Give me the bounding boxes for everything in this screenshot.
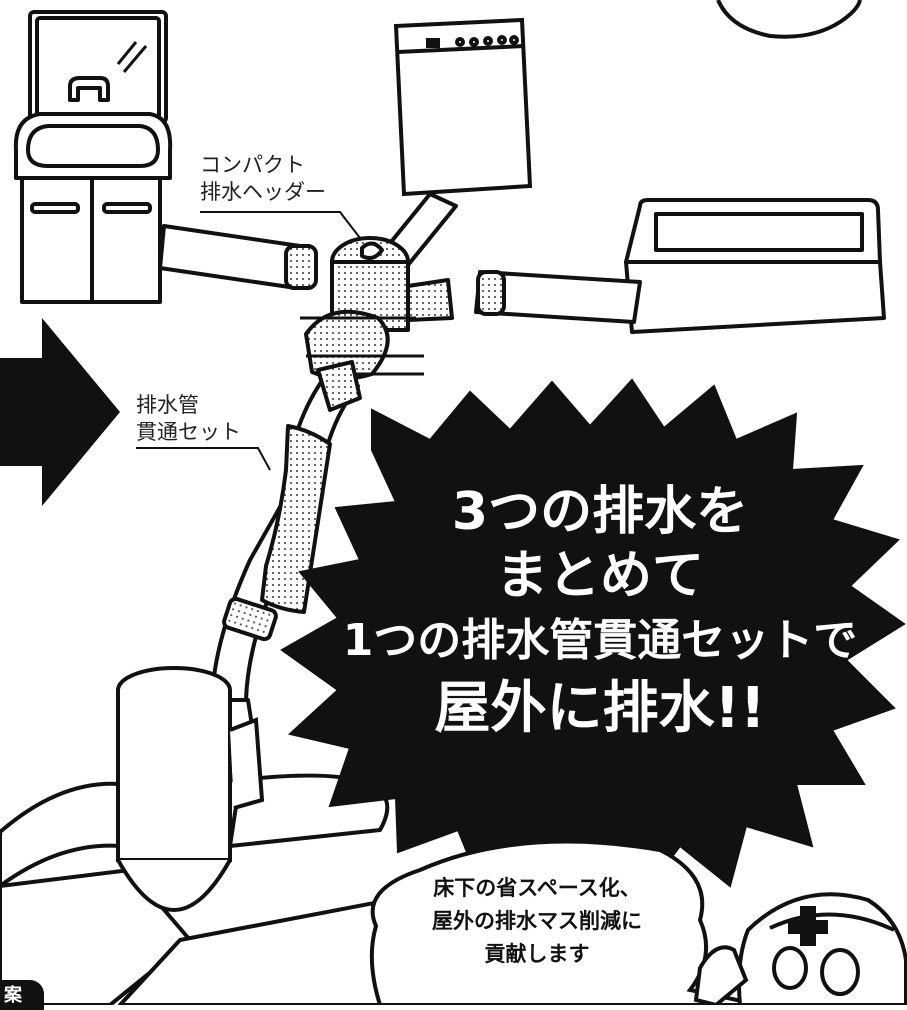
- burst-shape: [280, 378, 906, 902]
- speech-line-2: 屋外の排水マス削減に: [432, 909, 642, 933]
- header-label-line1: コンパクト: [200, 154, 305, 177]
- header-label-line2: 排水ヘッダー: [200, 181, 326, 204]
- burst-line-3: 1つの排水管貫通セットで: [342, 615, 858, 666]
- pipe-set-label-line2: 貫通セット: [136, 421, 241, 444]
- speech-bubble: [369, 839, 761, 1005]
- burst-line-1: 3つの排水を: [451, 482, 749, 542]
- pipe-set-label: 排水管 貫通セット: [136, 392, 241, 446]
- burst-message: 3つの排水を まとめて 1つの排水管貫通セットで 屋外に排水!!: [340, 480, 860, 744]
- speech-line-3: 貢献します: [484, 942, 590, 966]
- burst-line-2: まとめて: [495, 546, 704, 606]
- header-label: コンパクト 排水ヘッダー: [200, 152, 326, 206]
- vertical-drain-pipe: [116, 666, 265, 912]
- burst-line-4: 屋外に排水!!: [434, 676, 766, 741]
- corner-cloud: [716, 0, 862, 39]
- leader-lines: [136, 211, 361, 471]
- vanity-sink-icon: [13, 10, 173, 304]
- pipe-set-label-line1: 排水管: [136, 394, 199, 417]
- speech-line-1: 床下の省スペース化、: [433, 876, 641, 900]
- drain-header: [222, 236, 506, 642]
- corner-tab: 案: [0, 980, 44, 1010]
- washing-machine-icon: [393, 17, 533, 197]
- arrow-right-icon: [0, 318, 120, 506]
- bathtub-icon: [624, 198, 886, 334]
- speech-message: 床下の省スペース化、 屋外の排水マス削減に 貢献します: [392, 872, 682, 971]
- worker-character-icon: [693, 892, 907, 1005]
